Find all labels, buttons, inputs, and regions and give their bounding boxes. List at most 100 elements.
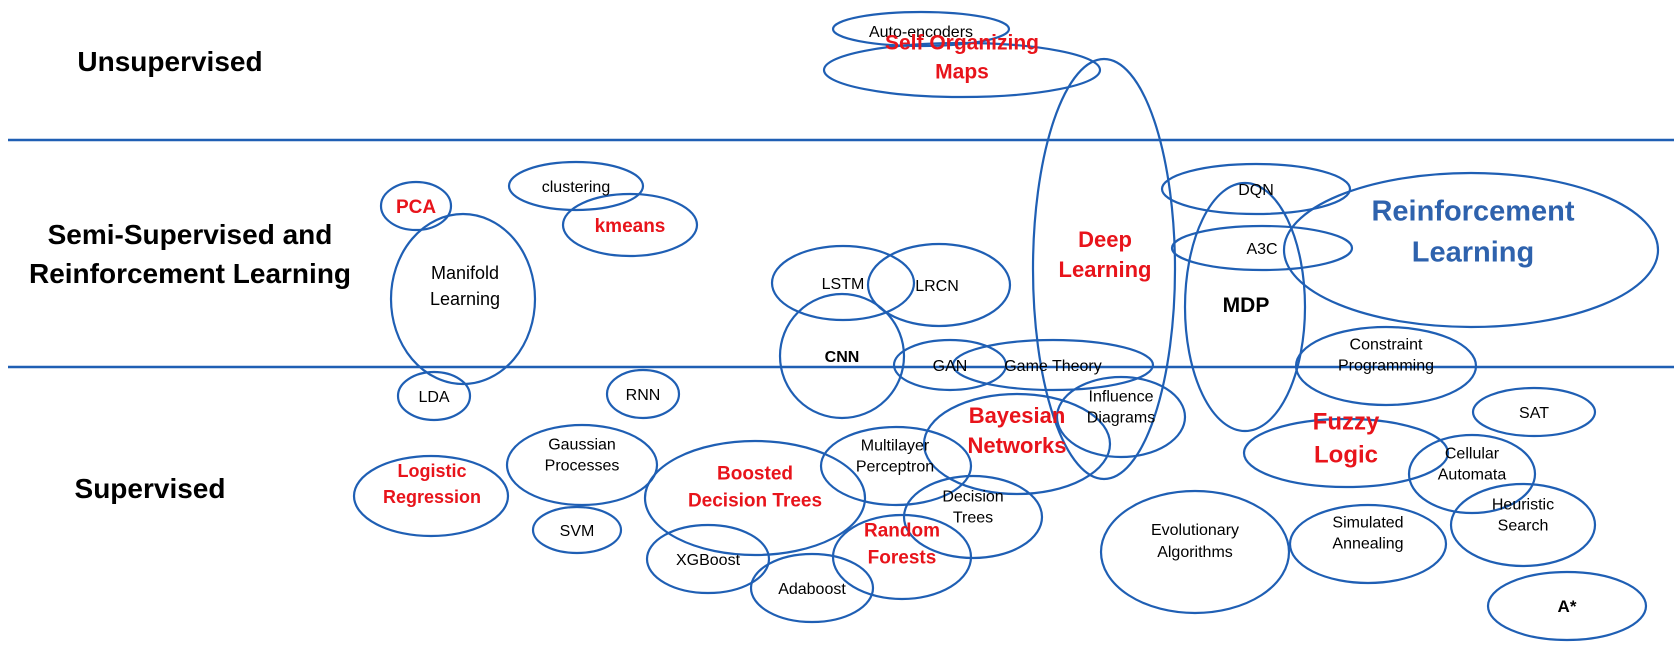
cellular-automata-ellipse	[1407, 433, 1537, 515]
game-theory-ellipse	[951, 338, 1155, 392]
mdp-label-line: MDP	[1223, 294, 1270, 317]
cellular-automata-label-line: Automata	[1438, 467, 1507, 484]
rnn-label: RNN	[626, 387, 661, 404]
game-theory-label-line: Game Theory	[1004, 358, 1102, 375]
a-star-label: A*	[1558, 597, 1577, 616]
multilayer-perceptron-label-line: Perceptron	[856, 459, 934, 476]
heuristic-search-ellipse	[1449, 482, 1597, 568]
lda-ellipse	[396, 370, 472, 422]
auto-encoders-ellipse	[831, 10, 1011, 48]
cnn-ellipse	[778, 292, 906, 420]
clustering-ellipse	[507, 160, 645, 212]
boosted-decision-trees-ellipse	[643, 439, 867, 557]
bayesian-networks-ellipse	[922, 392, 1112, 496]
auto-encoders-label-line: Auto-encoders	[869, 24, 973, 41]
svm-label-line: SVM	[560, 523, 595, 540]
logistic-regression-ellipse	[352, 454, 510, 538]
lstm-ellipse	[770, 244, 916, 322]
kmeans-label: kmeans	[595, 216, 666, 237]
random-forests-label-line: Random	[864, 521, 940, 542]
lda-label: LDA	[418, 389, 449, 406]
adaboost-label: Adaboost	[778, 581, 846, 598]
constraint-programming-ellipse	[1294, 325, 1478, 407]
lrcn-ellipse	[866, 242, 1012, 328]
cnn-label: CNN	[825, 349, 860, 366]
self-organizing-maps-label-line: Self Organizing	[885, 32, 1039, 55]
xgboost-label-line: XGBoost	[676, 552, 741, 569]
influence-diagrams-ellipse	[1055, 375, 1187, 459]
lane-label-semi-supervised-line2: Reinforcement Learning	[29, 258, 351, 289]
lda-label-line: LDA	[418, 389, 449, 406]
svm-ellipse	[531, 505, 623, 555]
sat-label-line: SAT	[1519, 405, 1549, 422]
gan-label: GAN	[933, 358, 968, 375]
lane-label-unsupervised: Unsupervised	[77, 46, 262, 77]
rnn-ellipse	[605, 368, 681, 420]
multilayer-perceptron-label-line: Multilayer	[861, 438, 930, 455]
pca-label-line: PCA	[396, 197, 436, 218]
constraint-programming-label-line: Constraint	[1350, 337, 1423, 354]
multilayer-perceptron-ellipse	[819, 425, 973, 507]
lstm-label-line: LSTM	[822, 276, 865, 293]
xgboost-ellipse	[645, 523, 771, 595]
lstm-label: LSTM	[822, 276, 865, 293]
evolutionary-algorithms-ellipse	[1099, 489, 1291, 615]
logistic-regression-label-line: Regression	[383, 487, 481, 507]
reinforcement-learning-ellipse	[1282, 171, 1660, 329]
gaussian-processes-ellipse	[505, 423, 659, 507]
lane-label-supervised: Supervised	[75, 473, 226, 504]
sat-label: SAT	[1519, 405, 1549, 422]
sat-ellipse	[1471, 386, 1597, 438]
pca-ellipse	[379, 180, 453, 232]
manifold-learning-label-line: Manifold	[431, 263, 499, 283]
kmeans-ellipse	[561, 192, 699, 258]
cellular-automata-label-line: Cellular	[1445, 446, 1500, 463]
self-organizing-maps-ellipse	[822, 41, 1102, 99]
decision-trees-label-line: Trees	[953, 510, 993, 527]
bayesian-networks-label-line: Bayesian	[969, 403, 1066, 428]
boosted-decision-trees-label-line: Decision Trees	[688, 491, 822, 512]
gan-label-line: GAN	[933, 358, 968, 375]
manifold-learning-ellipse	[389, 212, 537, 386]
a-star-ellipse	[1486, 570, 1648, 642]
lrcn-label-line: LRCN	[915, 278, 959, 295]
auto-encoders-label: Auto-encoders	[869, 24, 973, 41]
logistic-regression-label-line: Logistic	[397, 461, 466, 481]
dqn-label-line: DQN	[1238, 182, 1274, 199]
dqn-label: DQN	[1238, 182, 1274, 199]
gan-ellipse	[892, 338, 1008, 392]
deep-learning-ellipse	[1031, 57, 1177, 481]
a3c-ellipse	[1170, 224, 1354, 272]
game-theory-label: Game Theory	[1004, 358, 1102, 375]
manifold-learning-label-line: Learning	[430, 289, 500, 309]
adaboost-label-line: Adaboost	[778, 581, 846, 598]
heuristic-search-label-line: Heuristic	[1492, 497, 1554, 514]
evolutionary-algorithms-label-line: Evolutionary	[1151, 522, 1239, 539]
fuzzy-logic-label-line: Fuzzy	[1313, 409, 1380, 436]
adaboost-ellipse	[749, 552, 875, 624]
fuzzy-logic-label-line: Logic	[1314, 442, 1378, 469]
deep-learning-label-line: Learning	[1059, 257, 1152, 282]
pca-label: PCA	[396, 197, 436, 218]
clustering-label: clustering	[542, 179, 610, 196]
mdp-label: MDP	[1223, 294, 1270, 317]
rnn-label-line: RNN	[626, 387, 661, 404]
decision-trees-ellipse	[902, 474, 1044, 560]
influence-diagrams-label-line: Influence	[1089, 389, 1154, 406]
